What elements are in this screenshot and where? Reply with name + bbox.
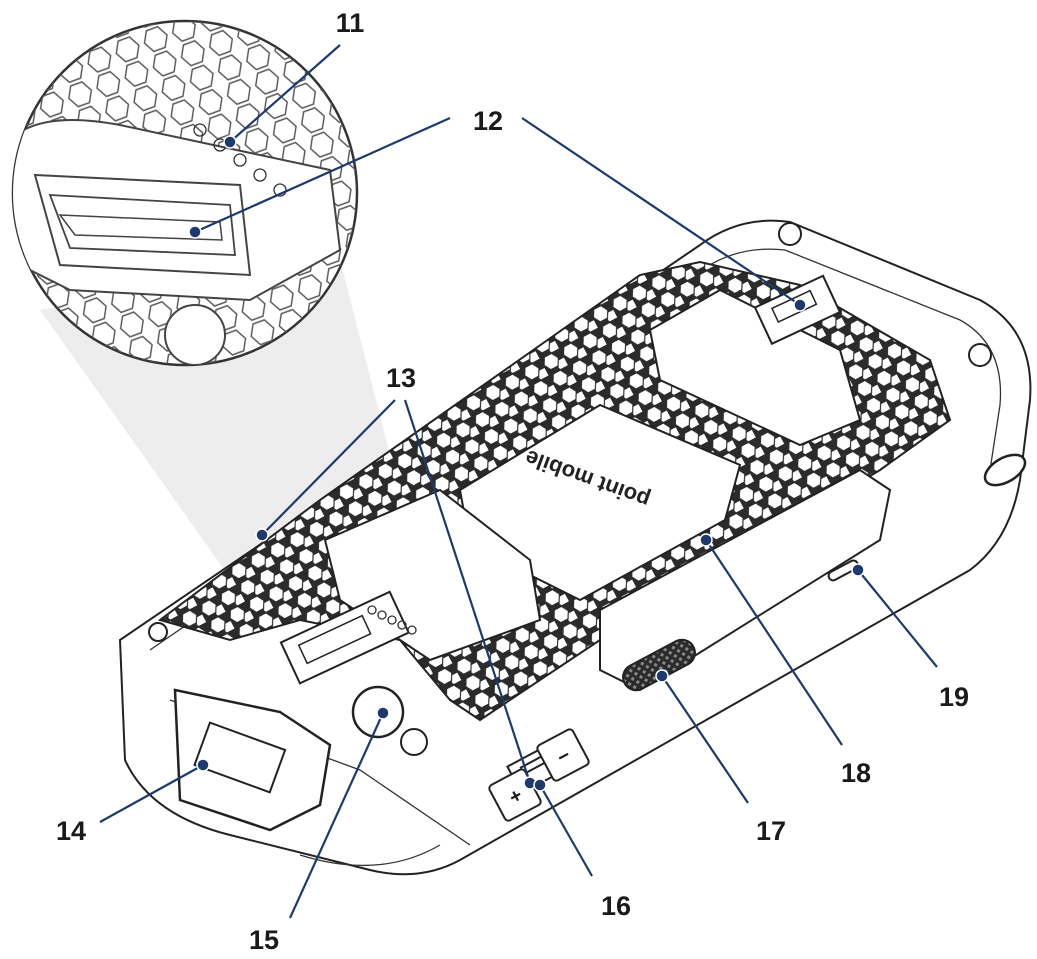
microphone xyxy=(827,559,859,582)
callout-14: 14 xyxy=(56,816,86,846)
camera-flash xyxy=(400,728,428,756)
leader-lines xyxy=(99,44,938,919)
callout-18: 18 xyxy=(841,758,871,788)
volume-keys: + − xyxy=(488,728,590,822)
callout-16: 16 xyxy=(601,891,631,921)
magnified-detail xyxy=(11,19,359,367)
device-body: point mobile + xyxy=(118,219,1032,876)
callout-15: 15 xyxy=(249,925,279,955)
pogo-pins xyxy=(367,605,417,635)
callout-19: 19 xyxy=(939,682,969,712)
callout-12: 12 xyxy=(473,106,503,136)
callout-17: 17 xyxy=(756,816,786,846)
callout-13: 13 xyxy=(386,363,416,393)
callout-labels: 11 12 13 14 15 16 17 18 19 xyxy=(56,8,969,955)
callout-11: 11 xyxy=(336,8,365,38)
side-port xyxy=(983,453,1027,487)
